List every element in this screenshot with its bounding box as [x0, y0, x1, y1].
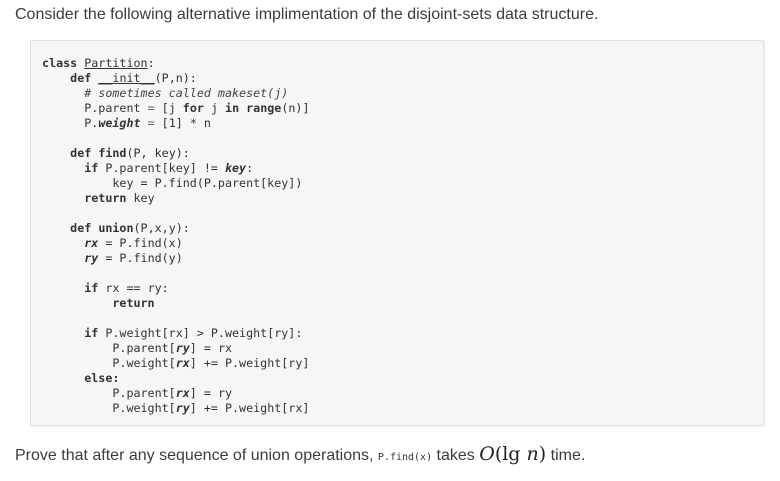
- code-block: class Partition: def __init__(P,n): # so…: [30, 40, 764, 426]
- question-intro: Consider the following alternative impli…: [15, 6, 599, 23]
- code-line-weight-rx: P.weight[rx] += P.weight[ry]: [112, 356, 310, 370]
- code-line-find-def: def find(P, key):: [70, 146, 190, 160]
- code-listing: class Partition: def __init__(P,n): # so…: [42, 56, 310, 416]
- code-line-parent-rx: P.parent[rx] = ry: [112, 386, 233, 400]
- prompt-middle: takes: [432, 447, 480, 464]
- inline-code-find: P.find(x): [377, 452, 433, 463]
- code-line-comment: # sometimes called makeset(j): [84, 86, 289, 100]
- code-line-if-equal: if rx == ry:: [84, 281, 169, 295]
- code-line-rx-find: rx = P.find(x): [84, 236, 183, 250]
- code-line-parent-init: P.parent = [j for j in range(n)]: [84, 101, 310, 115]
- code-line-init-def: def __init__(P,n):: [70, 71, 197, 85]
- code-line-find-if: if P.parent[key] != key:: [84, 161, 254, 175]
- code-line-class: class Partition:: [42, 56, 155, 70]
- code-line-early-return: return: [112, 296, 155, 310]
- code-line-find-assign: key = P.find(P.parent[key]): [112, 176, 303, 190]
- code-line-weight-init: P.weight = [1] * n: [84, 116, 211, 130]
- code-line-find-return: return key: [84, 191, 155, 205]
- code-line-union-def: def union(P,x,y):: [70, 221, 190, 235]
- code-line-if-weight: if P.weight[rx] > P.weight[ry]:: [84, 326, 303, 340]
- big-o-expression: O(lg n): [479, 443, 547, 465]
- question-prompt: Prove that after any sequence of union o…: [15, 443, 585, 469]
- code-line-parent-ry: P.parent[ry] = rx: [112, 341, 233, 355]
- code-line-weight-ry: P.weight[ry] += P.weight[rx]: [112, 401, 310, 415]
- prompt-suffix: time.: [546, 447, 586, 464]
- code-line-ry-find: ry = P.find(y): [84, 251, 183, 265]
- prompt-prefix: Prove that after any sequence of union o…: [15, 447, 378, 464]
- code-line-else: else:: [84, 371, 120, 385]
